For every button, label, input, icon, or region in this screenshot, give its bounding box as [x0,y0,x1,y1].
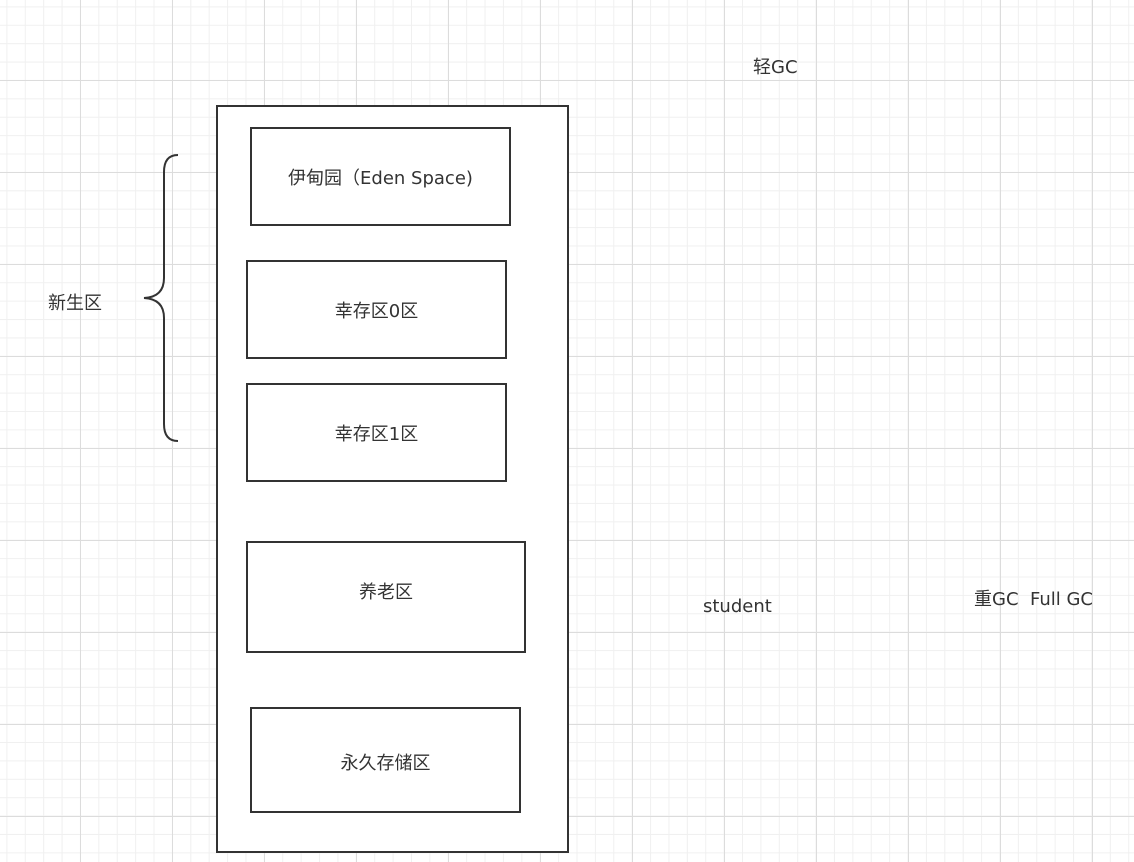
survivor-1-label: 幸存区1区 [334,423,419,445]
minor-gc-label: 轻GC [753,57,798,78]
new-generation-brace-icon [143,154,179,442]
old-generation-label: 养老区 [359,582,413,603]
student-label: student [703,596,772,617]
permanent-storage-box: 永久存储区 [250,707,521,813]
new-generation-label: 新生区 [48,293,102,314]
survivor-0-box: 幸存区0区 [246,260,507,359]
eden-space-box: 伊甸园（Eden Space) [250,127,511,226]
full-gc-label: 重GC Full GC [974,589,1093,610]
old-generation-box: 养老区 [246,541,526,653]
survivor-1-box: 幸存区1区 [246,383,507,482]
permanent-storage-label: 永久存储区 [340,753,431,774]
survivor-0-label: 幸存区0区 [334,300,419,322]
eden-space-label: 伊甸园（Eden Space) [288,167,473,189]
